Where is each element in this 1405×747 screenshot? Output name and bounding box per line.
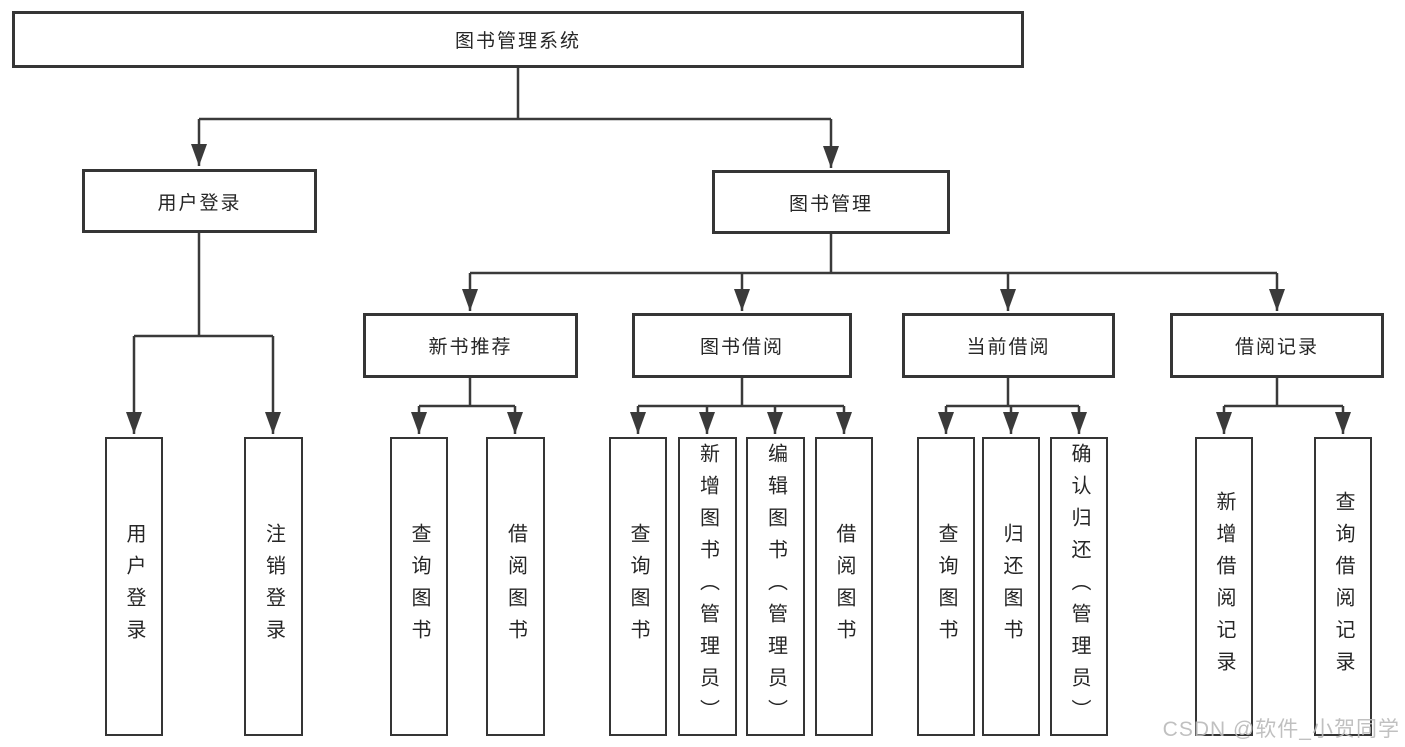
node-root-system: 图书管理系统 — [12, 11, 1024, 68]
leaf-label: 新增借阅记录 — [1213, 490, 1235, 683]
leaf-label: 编辑图书（管理员） — [764, 442, 787, 731]
leaf-user-login: 用户登录 — [105, 437, 163, 736]
leaf-add-books-admin: 新增图书（管理员） — [678, 437, 737, 736]
node-new-book-recommend: 新书推荐 — [363, 313, 578, 378]
leaf-label: 借阅图书 — [833, 522, 855, 651]
leaf-borrow-books: 借阅图书 — [815, 437, 873, 736]
leaf-label: 归还图书 — [1000, 522, 1022, 651]
leaf-label: 查询借阅记录 — [1332, 490, 1354, 683]
leaf-query-borrow-record: 查询借阅记录 — [1314, 437, 1372, 736]
node-current-borrow: 当前借阅 — [902, 313, 1115, 378]
node-borrow-records: 借阅记录 — [1170, 313, 1384, 378]
leaf-label: 查询图书 — [935, 522, 957, 651]
node-label: 用户登录 — [157, 192, 242, 214]
leaf-query-books-current: 查询图书 — [917, 437, 975, 736]
node-book-management: 图书管理 — [712, 170, 950, 234]
node-user-login: 用户登录 — [82, 169, 317, 233]
node-label: 图书管理系统 — [454, 31, 581, 52]
node-label: 当前借阅 — [966, 337, 1051, 358]
leaf-query-books-recommend: 查询图书 — [390, 437, 448, 736]
leaf-add-borrow-record: 新增借阅记录 — [1195, 437, 1253, 736]
node-label: 图书管理 — [788, 193, 873, 215]
node-label: 图书借阅 — [699, 337, 784, 358]
leaf-logout: 注销登录 — [244, 437, 303, 736]
leaf-label: 注销登录 — [262, 522, 285, 651]
leaf-edit-books-admin: 编辑图书（管理员） — [746, 437, 805, 736]
node-book-borrow: 图书借阅 — [632, 313, 852, 378]
leaf-borrow-books-recommend: 借阅图书 — [486, 437, 545, 736]
node-label: 借阅记录 — [1234, 337, 1319, 358]
leaf-query-books-borrow: 查询图书 — [609, 437, 667, 736]
leaf-label: 新增图书（管理员） — [696, 442, 719, 731]
leaf-label: 借阅图书 — [504, 522, 527, 651]
leaf-label: 用户登录 — [123, 522, 145, 651]
leaf-label: 查询图书 — [408, 522, 430, 651]
node-label: 新书推荐 — [428, 337, 513, 358]
csdn-watermark: CSDN @软件_小贺同学 — [1162, 718, 1400, 741]
leaf-label: 确认归还（管理员） — [1068, 442, 1090, 731]
leaf-return-books: 归还图书 — [982, 437, 1040, 736]
leaf-label: 查询图书 — [627, 522, 649, 651]
leaf-confirm-return-admin: 确认归还（管理员） — [1050, 437, 1108, 736]
